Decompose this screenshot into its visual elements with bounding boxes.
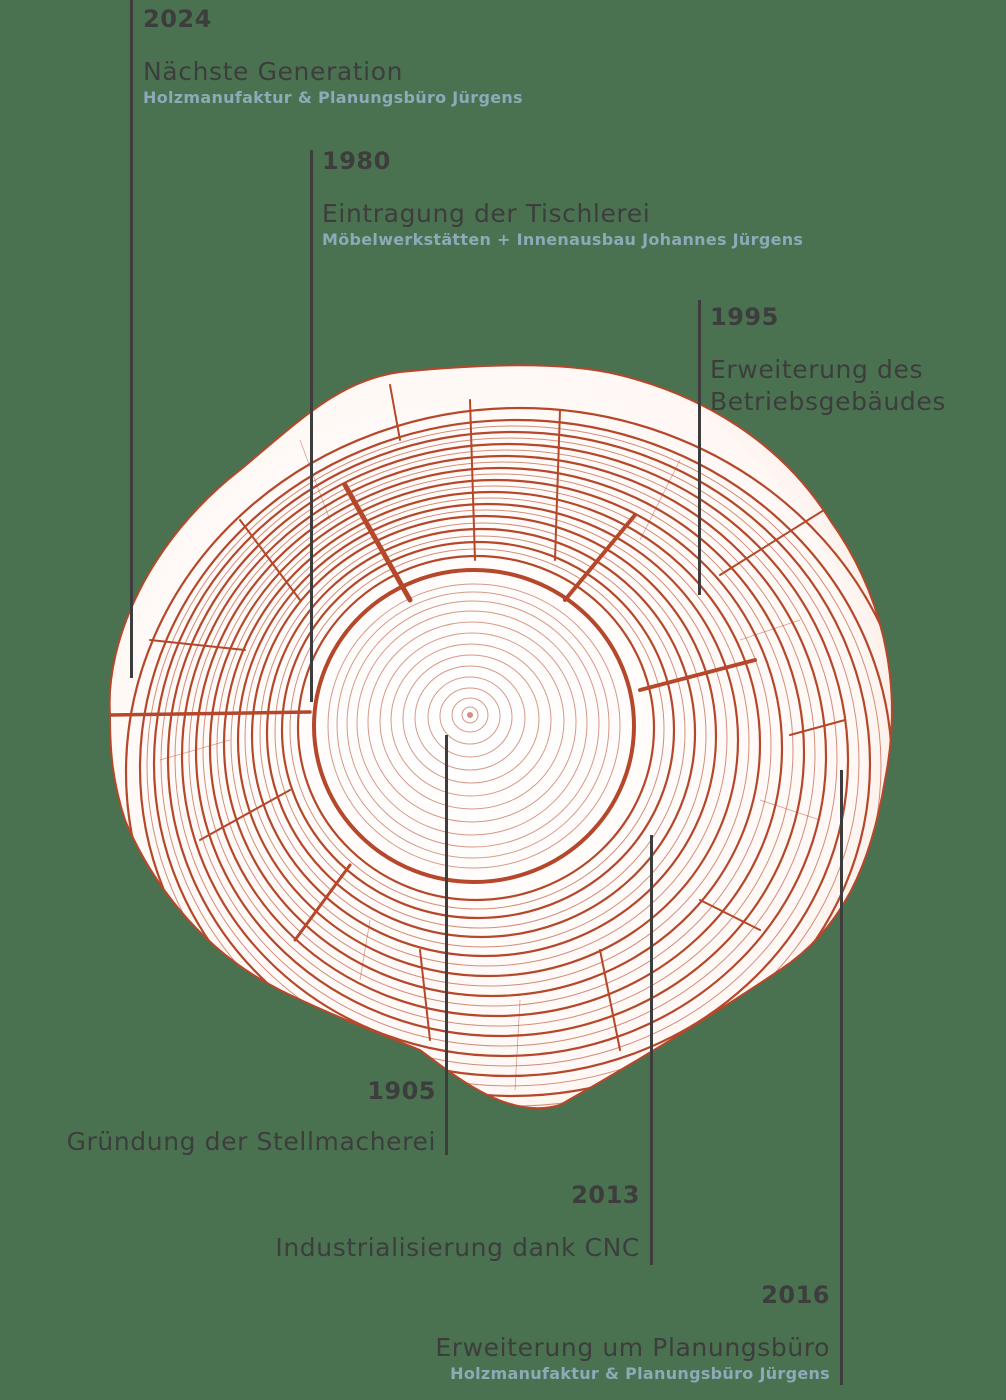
milestone-1995: 1995 Erweiterung des Betriebsgebäudes (710, 302, 946, 418)
milestone-year: 2016 (761, 1281, 830, 1309)
trunk-disc (108, 364, 893, 1110)
leader-line-1995 (698, 300, 701, 595)
milestone-year: 2024 (143, 5, 212, 33)
milestone-1905: 1905 Gründung der Stellmacherei (67, 1076, 436, 1158)
leader-line-1905 (445, 735, 448, 1155)
milestone-title: Gründung der Stellmacherei (66, 1127, 436, 1156)
milestone-year: 1995 (710, 303, 779, 331)
milestone-1980: 1980 Eintragung der Tischlerei Möbelwerk… (322, 146, 803, 250)
milestone-year: 1905 (367, 1077, 436, 1105)
milestone-2016: 2016 Erweiterung um Planungsbüro Holzman… (435, 1280, 830, 1384)
milestone-title: Industrialisierung dank CNC (275, 1233, 640, 1262)
milestone-subtitle: Holzmanufaktur & Planungsbüro Jürgens (450, 1364, 830, 1383)
leader-line-2013 (650, 835, 653, 1265)
milestone-subtitle: Holzmanufaktur & Planungsbüro Jürgens (143, 88, 523, 107)
milestone-title-line1: Erweiterung des (710, 355, 924, 384)
leader-line-2016 (840, 770, 843, 1385)
milestone-title: Nächste Generation (143, 57, 404, 86)
milestone-year: 2013 (571, 1181, 640, 1209)
milestone-2024: 2024 Nächste Generation Holzmanufaktur &… (143, 4, 523, 108)
milestone-2013: 2013 Industrialisierung dank CNC (275, 1180, 640, 1264)
leader-line-2024 (130, 0, 133, 678)
milestone-subtitle: Möbelwerkstätten + Innenausbau Johannes … (322, 230, 804, 249)
leader-line-1980 (310, 150, 313, 702)
milestone-title-line2: Betriebsgebäudes (710, 387, 946, 416)
milestone-title: Eintragung der Tischlerei (322, 199, 651, 228)
milestone-title: Erweiterung um Planungsbüro (435, 1333, 830, 1362)
milestone-year: 1980 (322, 147, 391, 175)
